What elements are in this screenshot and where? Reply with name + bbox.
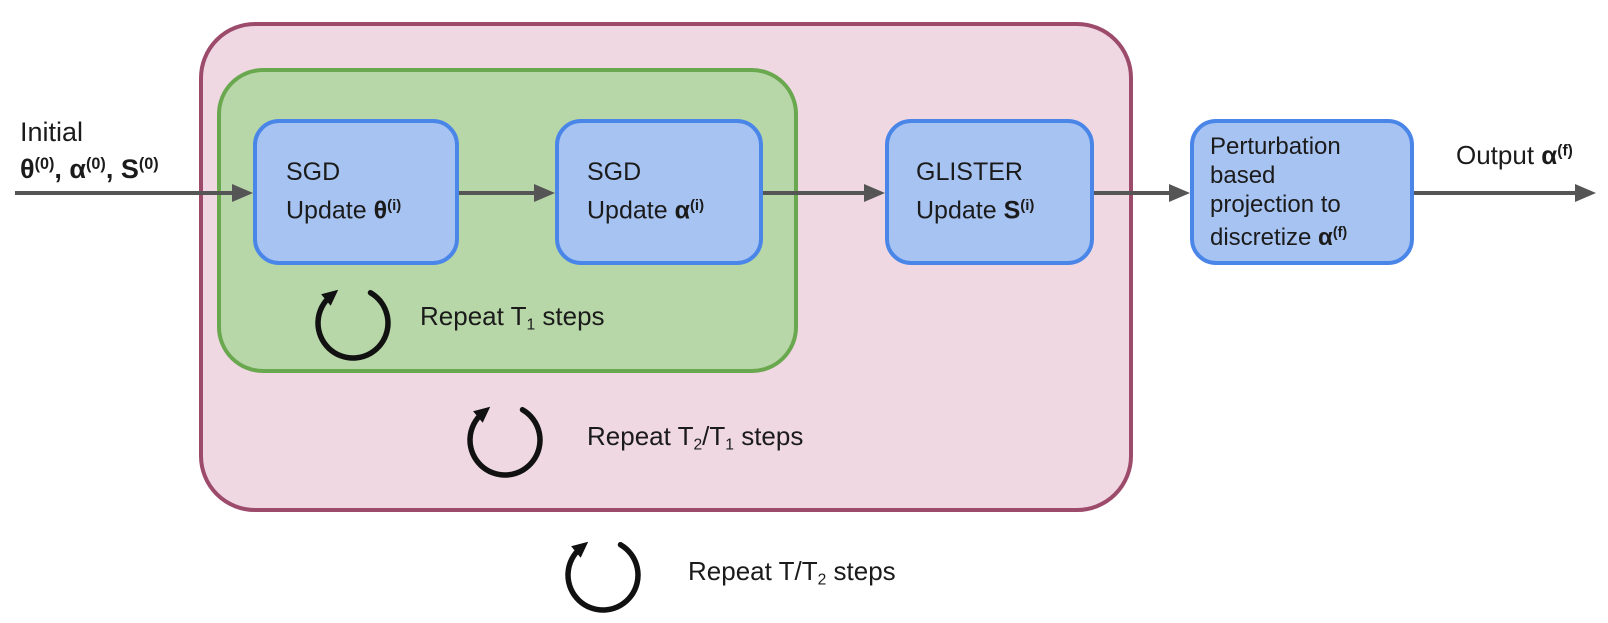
arrow-sgd-theta-to-sgd-alpha <box>459 184 555 202</box>
arrow-head <box>864 184 885 202</box>
arrow-shaft <box>1094 191 1172 195</box>
repeat-loop-icon <box>565 541 641 613</box>
glister-update-s-box: GLISTER Update S(i) <box>885 119 1094 265</box>
repeat-t1-label: Repeat T1 steps <box>420 301 605 334</box>
arrow-shaft <box>1414 191 1578 195</box>
repeat-t-t2-label: Repeat T/T2 steps <box>688 556 896 589</box>
arrow-shaft <box>459 191 537 195</box>
box-line: SGD <box>286 158 341 187</box>
repeat-loop-icon <box>467 406 543 478</box>
arrow-head <box>232 184 253 202</box>
sgd-update-theta-box: SGD Update θ(i) <box>253 119 459 265</box>
initial-label-line1: Initial <box>20 117 84 147</box>
sgd-update-alpha-box: SGD Update α(i) <box>555 119 763 265</box>
box-line: Update θ(i) <box>286 196 402 225</box>
perturbation-projection-box: Perturbation based projection to discret… <box>1190 119 1414 265</box>
box-line: based <box>1210 162 1276 190</box>
arrow-initial-to-sgd-theta <box>15 184 253 202</box>
box-line: GLISTER <box>916 158 1023 187</box>
box-line: Update S(i) <box>916 196 1035 225</box>
arrow-shaft <box>763 191 867 195</box>
arrow-glister-to-projection <box>1094 184 1190 202</box>
arrow-head <box>534 184 555 202</box>
arrow-shaft <box>15 191 235 195</box>
arrow-projection-to-output <box>1414 184 1596 202</box>
arrow-head <box>1575 184 1596 202</box>
repeat-t2-t1-label: Repeat T2/T1 steps <box>587 421 804 454</box>
repeat-loop-icon <box>315 289 391 361</box>
initial-label-symbols: θ(0), α(0), S(0) <box>20 153 159 184</box>
arrow-sgd-alpha-to-glister <box>763 184 885 202</box>
box-line: SGD <box>587 158 642 187</box>
initial-label: Initial θ(0), α(0), S(0) <box>20 116 159 185</box>
output-label: Output α(f) <box>1456 140 1573 170</box>
box-line: projection to <box>1210 191 1341 219</box>
box-line: Update α(i) <box>587 196 705 225</box>
arrow-head <box>1169 184 1190 202</box>
box-line: Perturbation <box>1210 133 1341 161</box>
box-line: discretize α(f) <box>1210 223 1348 251</box>
